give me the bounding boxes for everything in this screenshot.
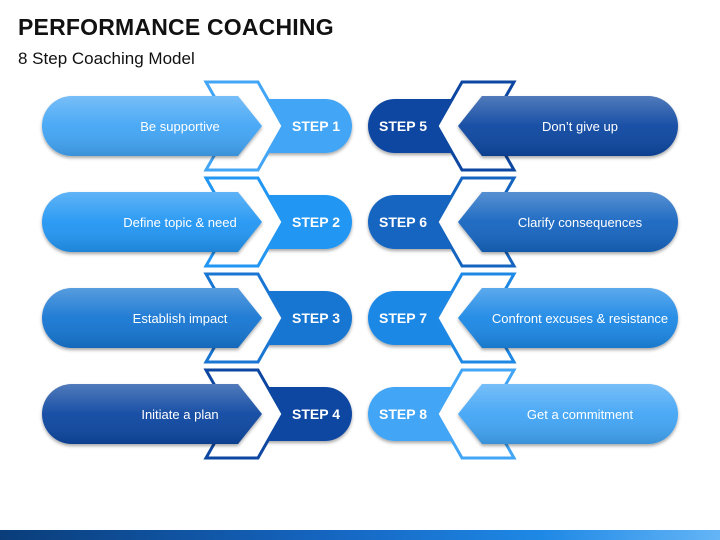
step-description: Be supportive bbox=[140, 119, 220, 134]
pill-gloss bbox=[458, 192, 678, 252]
step-description: Don’t give up bbox=[542, 119, 618, 134]
step-8: Get a commitment STEP 8 bbox=[368, 368, 678, 460]
pill-gloss bbox=[458, 96, 678, 156]
step-label: STEP 8 bbox=[379, 406, 427, 422]
step-4: Initiate a plan STEP 4 bbox=[42, 368, 352, 460]
step-label: STEP 3 bbox=[292, 310, 340, 326]
step-3: Establish impact STEP 3 bbox=[42, 272, 352, 364]
pill-gloss bbox=[42, 384, 262, 444]
step-description: Confront excuses & resistance bbox=[492, 311, 668, 326]
step-2: Define topic & need STEP 2 bbox=[42, 176, 352, 268]
step-description: Establish impact bbox=[133, 311, 228, 326]
step-6: Clarify consequences STEP 6 bbox=[368, 176, 678, 268]
step-label: STEP 5 bbox=[379, 118, 427, 134]
pill-gloss bbox=[42, 96, 262, 156]
footer-gradient-bar bbox=[0, 530, 720, 540]
pill-gloss bbox=[42, 288, 262, 348]
step-label: STEP 7 bbox=[379, 310, 427, 326]
pill-gloss bbox=[458, 288, 678, 348]
step-label: STEP 6 bbox=[379, 214, 427, 230]
step-description: Get a commitment bbox=[527, 407, 634, 422]
pill-gloss bbox=[458, 384, 678, 444]
step-description: Initiate a plan bbox=[141, 407, 218, 422]
step-7: Confront excuses & resistance STEP 7 bbox=[368, 272, 678, 364]
step-label: STEP 4 bbox=[292, 406, 340, 422]
step-label: STEP 1 bbox=[292, 118, 340, 134]
step-description: Define topic & need bbox=[123, 215, 236, 230]
step-5: Don’t give up STEP 5 bbox=[368, 80, 678, 172]
step-description: Clarify consequences bbox=[518, 215, 643, 230]
pill-gloss bbox=[42, 192, 262, 252]
page-title: PERFORMANCE COACHING bbox=[18, 14, 334, 40]
step-1: Be supportive STEP 1 bbox=[42, 80, 352, 172]
page-subtitle: 8 Step Coaching Model bbox=[18, 49, 195, 68]
step-label: STEP 2 bbox=[292, 214, 340, 230]
